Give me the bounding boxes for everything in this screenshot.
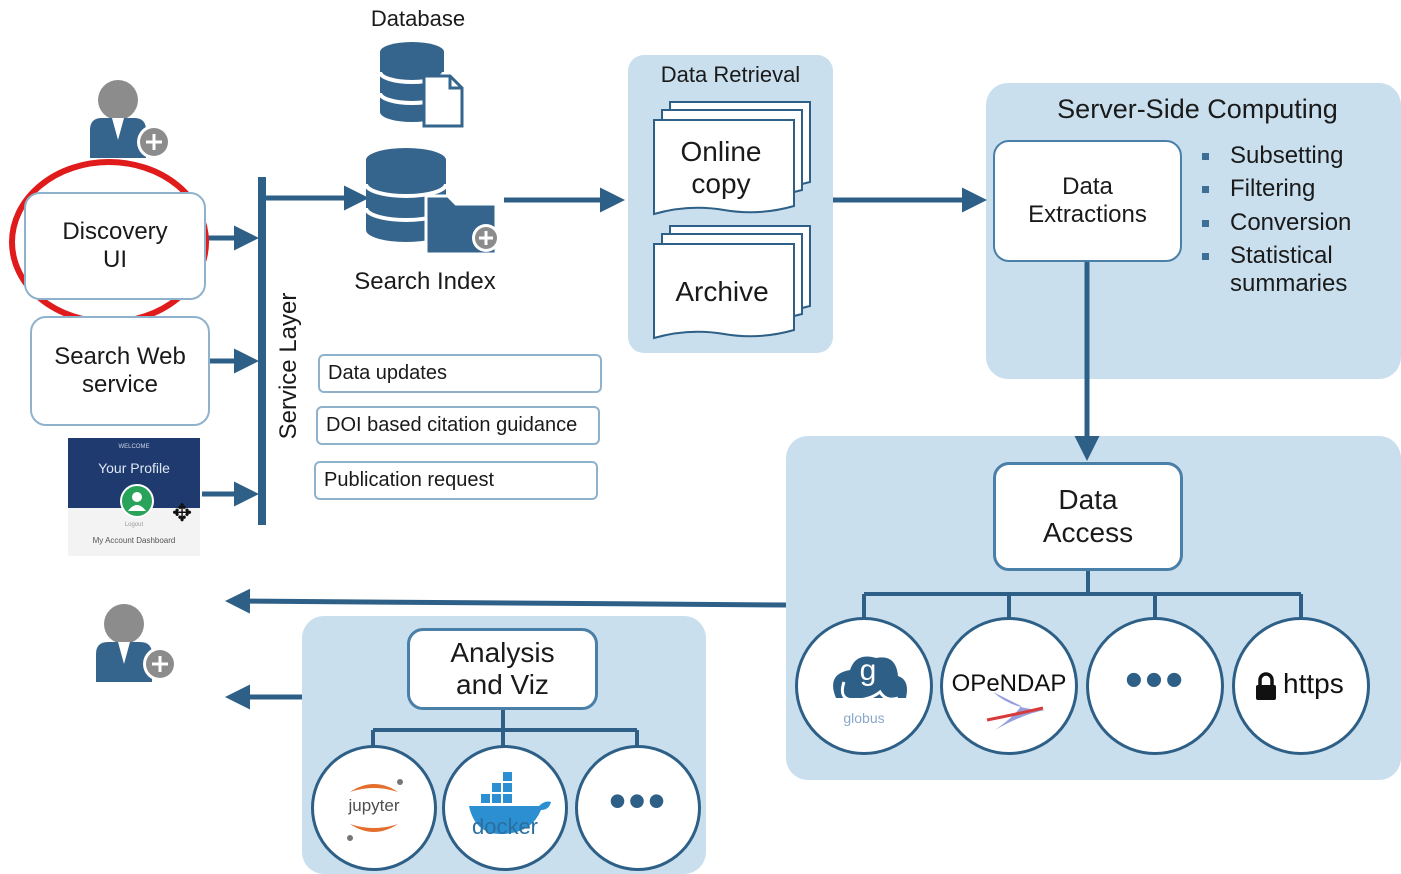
globus-method[interactable]: g globus: [795, 617, 933, 755]
opendap-logo: [986, 692, 1045, 730]
service-tag-doi-citation: DOI based citation guidance: [316, 406, 600, 445]
online-copy-label: Online copy: [680, 136, 762, 200]
server-side-title: Server-Side Computing: [1057, 94, 1338, 124]
docker-logo: [469, 772, 551, 834]
more-access-label: •••: [1124, 651, 1186, 709]
svg-text:g: g: [860, 654, 877, 687]
data-extractions-box: Data Extractions: [993, 140, 1182, 262]
arrow-access-to-user: [225, 588, 787, 614]
database-label: Database: [370, 6, 466, 31]
discovery-ui-box[interactable]: Discovery UI: [24, 192, 206, 300]
data-access-label: Data Access: [1042, 484, 1134, 548]
server-side-bullets: Subsetting Filtering Conversion Statisti…: [1198, 142, 1398, 304]
move-icon: ✥: [172, 500, 193, 527]
more-analysis-label: •••: [608, 773, 668, 829]
more-access-methods[interactable]: •••: [1086, 617, 1224, 755]
service-layer-bar: [258, 177, 266, 525]
data-access-tree: [862, 571, 1303, 620]
service-tag-publication-request: Publication request: [314, 461, 598, 500]
document-icon: [422, 74, 464, 128]
profile-card-welcome: WELCOME: [118, 444, 150, 450]
search-index-label: Search Index: [354, 268, 496, 295]
bullet-conversion: Conversion: [1198, 209, 1398, 237]
archive-label: Archive: [675, 276, 769, 307]
analysis-viz-label: Analysis and Viz: [450, 636, 555, 700]
user-add-icon: [96, 604, 177, 682]
service-layer-label: Service Layer: [275, 292, 302, 440]
online-copy-docs: [653, 101, 811, 216]
jupyter-logo: [347, 779, 403, 841]
profile-card-sub: Logout: [124, 522, 144, 528]
https-method[interactable]: https: [1232, 617, 1370, 755]
profile-card-dashboard: My Account Dashboard: [92, 536, 176, 545]
folder-add-icon: [424, 194, 500, 256]
opendap-method[interactable]: OPeNDAP: [940, 617, 1078, 755]
opendap-label: OPeNDAP: [951, 670, 1067, 697]
search-web-service-box[interactable]: Search Web service: [30, 316, 210, 426]
bullet-subsetting: Subsetting: [1198, 142, 1398, 170]
jupyter-label: jupyter: [348, 796, 400, 815]
https-label: https: [1283, 668, 1344, 699]
profile-avatar: [120, 484, 154, 518]
jupyter-tool[interactable]: jupyter: [311, 745, 437, 871]
profile-card-title: Your Profile: [98, 460, 170, 476]
data-retrieval-title: Data Retrieval: [660, 62, 801, 87]
data-access-box: Data Access: [993, 462, 1183, 571]
lock-icon: [1256, 672, 1276, 700]
discovery-ui-label: Discovery UI: [62, 218, 168, 273]
globus-label: globus: [843, 710, 885, 726]
avatar-icon: [128, 492, 146, 511]
more-analysis-tools[interactable]: •••: [575, 745, 701, 871]
profile-card[interactable]: WELCOME Your Profile Logout My Account D…: [68, 438, 200, 556]
docker-tool[interactable]: docker: [442, 745, 568, 871]
archive-docs: [653, 225, 811, 340]
docker-label: docker: [471, 814, 539, 839]
globus-logo: g: [833, 654, 907, 702]
analysis-viz-box: Analysis and Viz: [407, 628, 598, 710]
bullet-statistical-summaries: Statistical summaries: [1198, 242, 1398, 299]
service-tag-data-updates: Data updates: [318, 354, 602, 393]
bullet-filtering: Filtering: [1198, 175, 1398, 203]
data-extractions-label: Data Extractions: [1028, 173, 1147, 228]
search-web-service-label: Search Web service: [54, 343, 186, 398]
user-add-icon: [90, 80, 171, 159]
